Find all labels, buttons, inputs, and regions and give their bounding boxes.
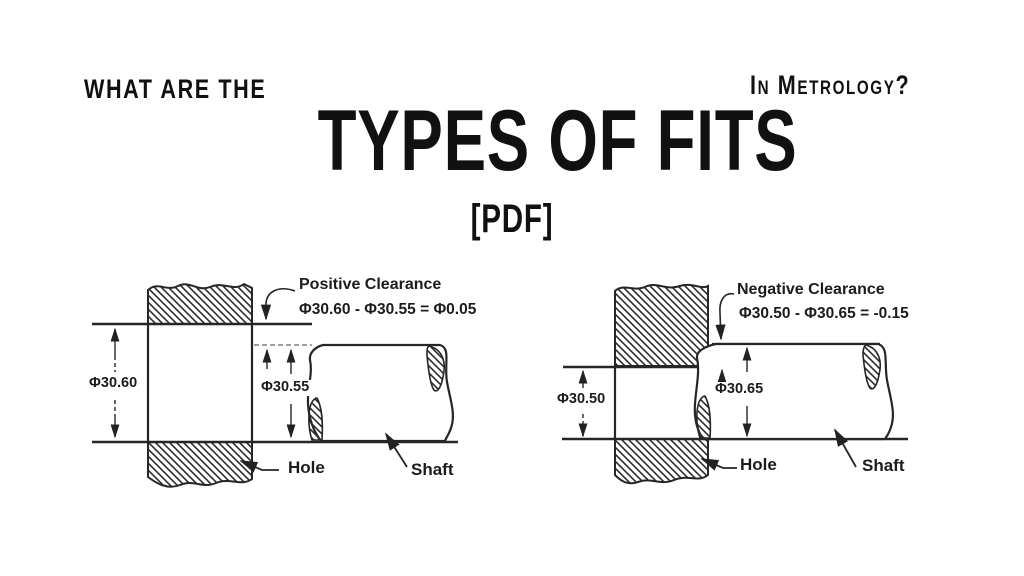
positive-clearance-diagram xyxy=(92,282,458,488)
shaft-outline xyxy=(693,342,895,441)
shaft-label: Shaft xyxy=(411,460,454,479)
shaft-leader xyxy=(385,432,408,468)
shaft-break-hatch-bottom xyxy=(308,397,324,441)
hole-label: Hole xyxy=(288,458,325,477)
hole-leader xyxy=(239,460,279,473)
hole-label: Hole xyxy=(740,455,777,474)
shaft-break-hatch-top xyxy=(426,345,445,392)
hole-upper-block xyxy=(147,282,253,325)
positive-clearance-formula: Φ30.60 - Φ30.55 = Φ0.05 xyxy=(299,301,477,318)
hole-diameter-value: Φ30.60 xyxy=(87,375,140,392)
negative-clearance-formula: Φ30.50 - Φ30.65 = -0.15 xyxy=(739,305,909,322)
shaft-break-hatch-bottom xyxy=(696,395,712,439)
shaft-break-hatch-top xyxy=(862,344,882,390)
shaft-diameter-value: Φ30.65 xyxy=(713,381,766,398)
pre-title: WHAT ARE THE xyxy=(84,74,267,104)
hole-diameter-value: Φ30.50 xyxy=(555,391,608,408)
shaft-leader xyxy=(834,428,857,468)
hole-lower-block xyxy=(147,441,253,488)
shaft-diameter-value: Φ30.55 xyxy=(259,379,312,396)
hole-lower-block xyxy=(614,438,709,485)
clearance-leader xyxy=(260,288,296,321)
positive-clearance-title: Positive Clearance xyxy=(299,276,442,293)
clearance-leader xyxy=(715,292,735,341)
shaft-label: Shaft xyxy=(862,456,905,475)
pdf-badge: [PDF] xyxy=(470,197,554,241)
hole-upper-block xyxy=(614,283,709,367)
negative-clearance-diagram xyxy=(562,283,908,485)
shaft-outline xyxy=(306,343,455,443)
post-title: In Metrology? xyxy=(750,70,911,100)
negative-clearance-title: Negative Clearance xyxy=(737,281,885,298)
hole-leader xyxy=(700,458,737,471)
